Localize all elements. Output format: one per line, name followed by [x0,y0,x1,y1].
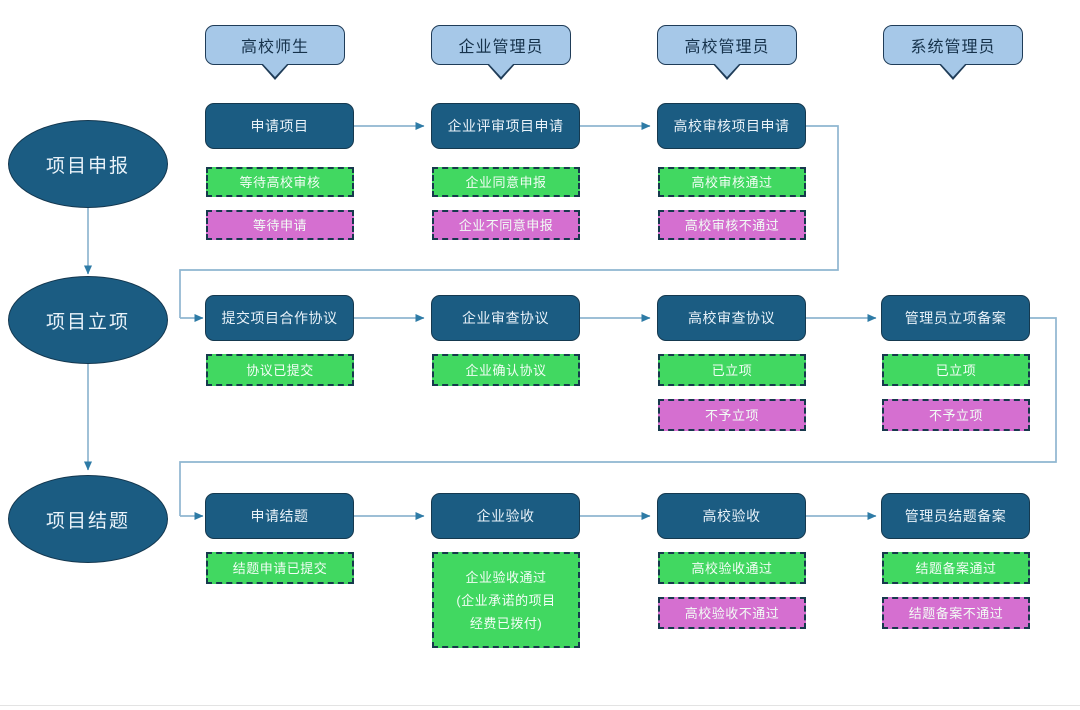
footer-divider [0,705,1080,706]
role-header-teacher-student[interactable]: 高校师生 [205,25,345,80]
action-enterprise-review-application[interactable]: 企业评审项目申请 [431,103,580,149]
stage-label: 项目申报 [45,155,130,177]
action-label: 管理员结题备案 [904,508,1007,524]
action-label: 企业审查协议 [462,310,549,326]
role-header-enterprise-admin[interactable]: 企业管理员 [431,25,571,80]
status-university-acceptance-fail[interactable]: 高校验收不通过 [658,597,806,629]
status-label: 结题申请已提交 [232,560,328,576]
stage-node-close[interactable]: 项目结题 [8,475,168,563]
status-enterprise-disagree[interactable]: 企业不同意申报 [432,210,580,240]
status-agreement-submitted[interactable]: 协议已提交 [206,354,354,386]
action-university-acceptance[interactable]: 高校验收 [657,493,806,539]
stage-label: 项目结题 [45,510,130,532]
role-header-label: 系统管理员 [910,39,996,56]
status-label: 不予立项 [704,407,759,423]
status-label: 等待申请 [252,217,307,233]
status-label: 不予立项 [928,407,983,423]
role-header-university-admin[interactable]: 高校管理员 [657,25,797,80]
action-admin-record-approval[interactable]: 管理员立项备案 [881,295,1030,341]
status-approved-admin[interactable]: 已立项 [882,354,1030,386]
action-label: 企业验收 [476,508,535,524]
action-label: 申请结题 [250,508,309,524]
action-submit-agreement[interactable]: 提交项目合作协议 [205,295,354,341]
action-label: 申请项目 [250,118,309,134]
status-university-acceptance-pass[interactable]: 高校验收通过 [658,552,806,584]
status-approved-university[interactable]: 已立项 [658,354,806,386]
action-apply-project[interactable]: 申请项目 [205,103,354,149]
status-label: 已立项 [935,362,977,378]
status-label: 等待高校审核 [239,174,321,190]
action-label: 企业评审项目申请 [447,118,564,134]
status-enterprise-confirm-agreement[interactable]: 企业确认协议 [432,354,580,386]
status-label: 结题备案不通过 [908,605,1004,621]
status-label: 高校验收通过 [691,560,773,576]
action-label: 高校审核项目申请 [673,118,790,134]
status-label: 高校审核不通过 [684,217,780,233]
status-closure-record-pass[interactable]: 结题备案通过 [882,552,1030,584]
status-label: 协议已提交 [246,362,314,378]
status-label: 企业同意申报 [465,174,547,190]
status-label: 企业不同意申报 [458,217,554,233]
action-label: 高校审查协议 [688,310,775,326]
action-label: 管理员立项备案 [904,310,1007,326]
action-university-check-agreement[interactable]: 高校审查协议 [657,295,806,341]
stage-node-apply[interactable]: 项目申报 [8,120,168,208]
bubble-tail [714,63,740,77]
status-label: 高校审核通过 [691,174,773,190]
status-enterprise-agree[interactable]: 企业同意申报 [432,167,580,197]
bubble-tail [940,63,966,77]
action-apply-closure[interactable]: 申请结题 [205,493,354,539]
role-header-label: 高校管理员 [684,39,770,56]
status-waiting-apply[interactable]: 等待申请 [206,210,354,240]
action-admin-record-closure[interactable]: 管理员结题备案 [881,493,1030,539]
stage-node-approve[interactable]: 项目立项 [8,276,168,364]
status-university-audit-fail[interactable]: 高校审核不通过 [658,210,806,240]
stage-label: 项目立项 [45,311,130,333]
action-enterprise-check-agreement[interactable]: 企业审查协议 [431,295,580,341]
status-label: 企业验收通过 (企业承诺的项目 经费已拨付) [456,569,556,631]
status-label: 已立项 [711,362,753,378]
status-label: 高校验收不通过 [684,605,780,621]
role-header-label: 企业管理员 [458,39,544,56]
action-university-audit-application[interactable]: 高校审核项目申请 [657,103,806,149]
status-not-approved-university[interactable]: 不予立项 [658,399,806,431]
status-label: 企业确认协议 [465,362,547,378]
status-closure-submitted[interactable]: 结题申请已提交 [206,552,354,584]
action-enterprise-acceptance[interactable]: 企业验收 [431,493,580,539]
status-waiting-university-audit[interactable]: 等待高校审核 [206,167,354,197]
status-not-approved-admin[interactable]: 不予立项 [882,399,1030,431]
status-closure-record-fail[interactable]: 结题备案不通过 [882,597,1030,629]
role-header-system-admin[interactable]: 系统管理员 [883,25,1023,80]
action-label: 高校验收 [702,508,761,524]
status-label: 结题备案通过 [915,560,997,576]
status-enterprise-acceptance-pass[interactable]: 企业验收通过 (企业承诺的项目 经费已拨付) [432,552,580,648]
status-university-audit-pass[interactable]: 高校审核通过 [658,167,806,197]
role-header-label: 高校师生 [240,39,309,56]
bubble-tail [488,63,514,77]
bubble-tail [262,63,288,77]
action-label: 提交项目合作协议 [221,310,338,326]
